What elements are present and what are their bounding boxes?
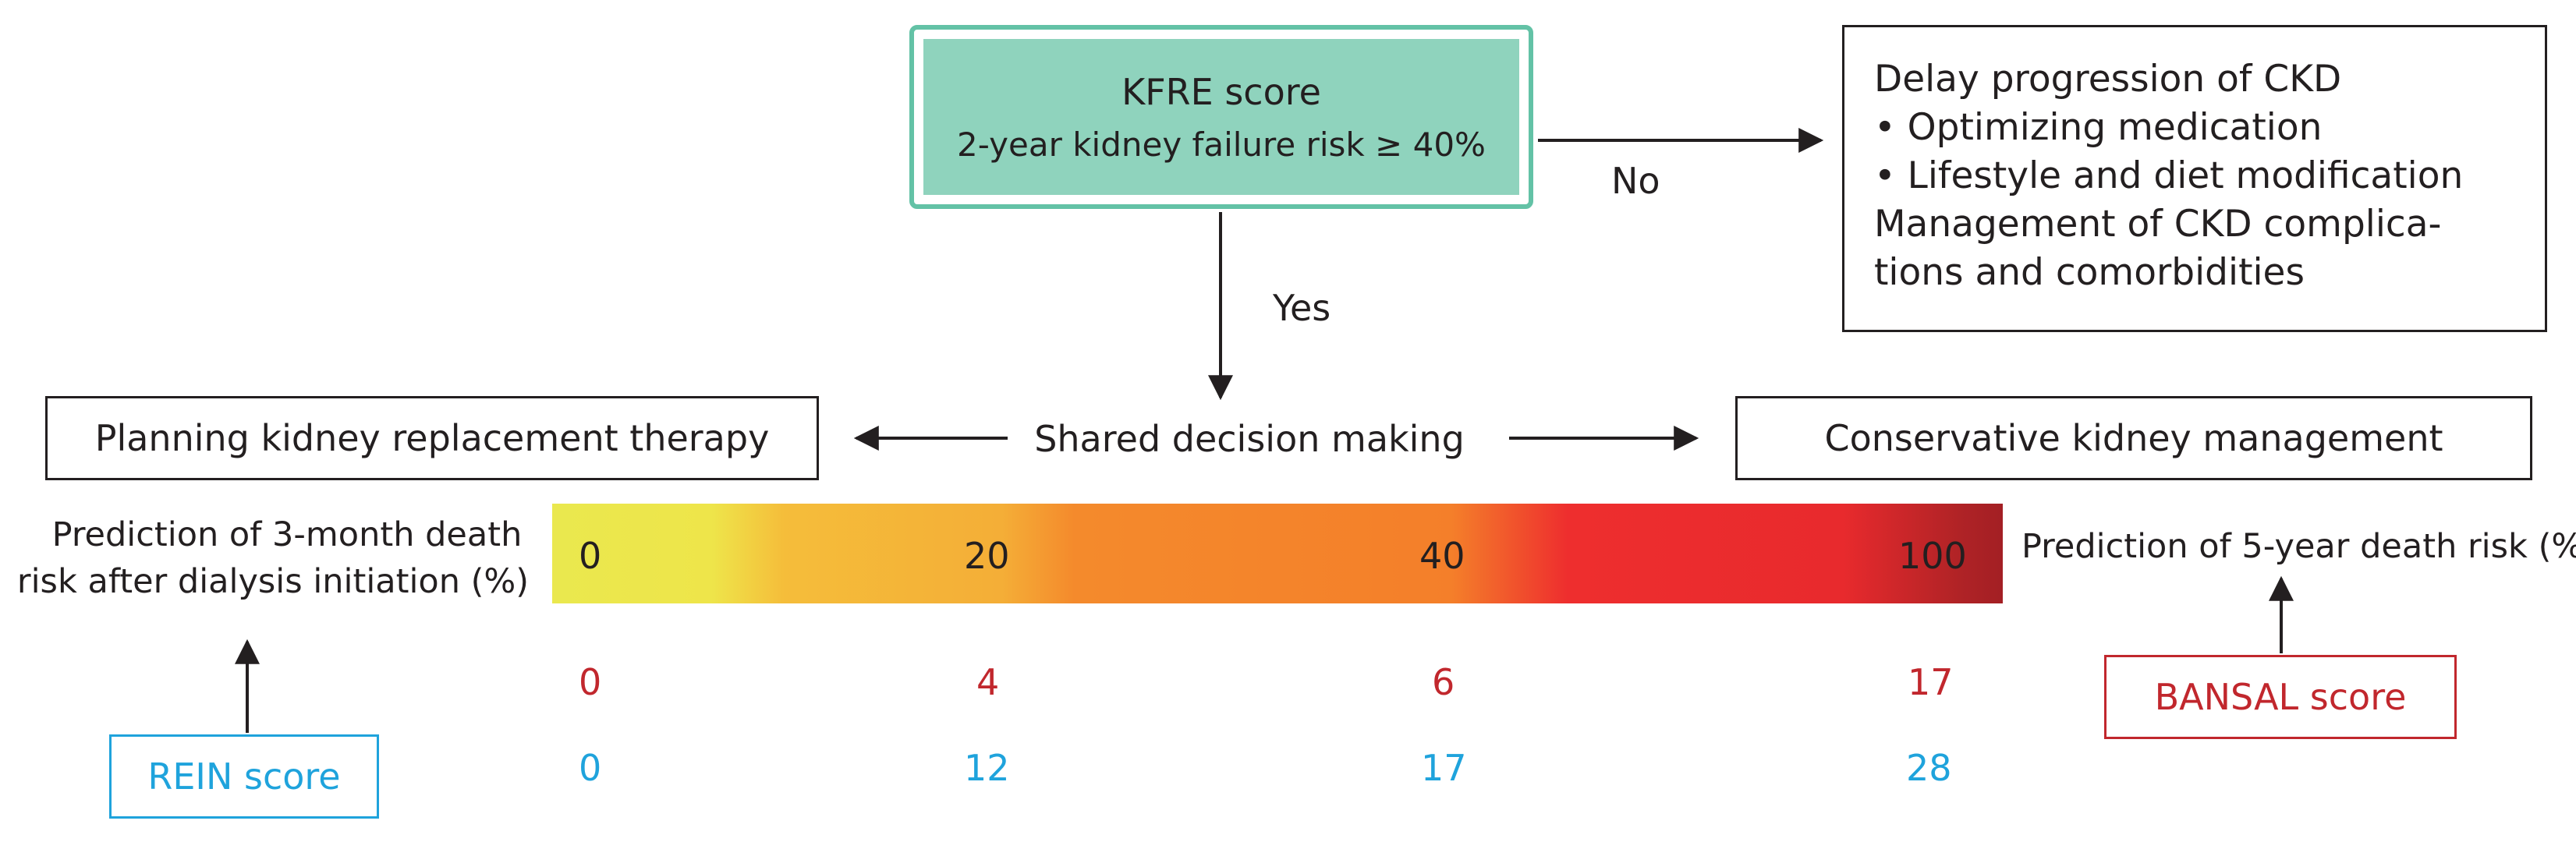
bullet-icon: • bbox=[1874, 106, 1908, 149]
scale-label-20: 20 bbox=[964, 535, 1010, 577]
left-caption: Prediction of 3-month death risk after d… bbox=[8, 511, 538, 605]
scale-label-40: 40 bbox=[1419, 535, 1465, 577]
scale-label-0: 0 bbox=[579, 535, 602, 577]
bansal-value: 17 bbox=[1908, 661, 1954, 703]
bullet-icon: • bbox=[1874, 154, 1908, 197]
kfre-title: KFRE score bbox=[1121, 70, 1321, 113]
ckd-line-4: Management of CKD complica- bbox=[1874, 203, 2442, 246]
ckd-bullet-2: • Lifestyle and diet modification bbox=[1874, 152, 2517, 200]
ckd-line-1: Delay progression of CKD bbox=[1874, 58, 2342, 101]
rein-value: 12 bbox=[964, 747, 1010, 789]
kfre-box: KFRE score 2-year kidney failure risk ≥ … bbox=[909, 25, 1533, 209]
bansal-value: 0 bbox=[579, 661, 602, 703]
kfre-subtitle: 2-year kidney failure risk ≥ 40% bbox=[957, 125, 1486, 164]
bansal-score-box: BANSAL score bbox=[2104, 655, 2457, 739]
shared-decision-text: Shared decision making bbox=[1034, 418, 1465, 460]
bansal-value: 6 bbox=[1432, 661, 1455, 703]
conservative-management-box: Conservative kidney management bbox=[1735, 396, 2532, 480]
right-caption: Prediction of 5-year death risk (%) bbox=[2021, 527, 2576, 566]
left-caption-line-2: risk after dialysis initiation (%) bbox=[16, 562, 530, 601]
yes-label: Yes bbox=[1273, 287, 1331, 329]
scale-label-100: 100 bbox=[1898, 535, 1967, 577]
ckd-management-box: Delay progression of CKD • Optimizing me… bbox=[1842, 25, 2547, 332]
rein-score-box: REIN score bbox=[109, 734, 379, 819]
planning-krt-box: Planning kidney replacement therapy bbox=[45, 396, 819, 480]
rein-value: 17 bbox=[1421, 747, 1467, 789]
ckd-line-5: tions and comorbidities bbox=[1874, 251, 2305, 294]
no-label: No bbox=[1611, 160, 1660, 202]
ckd-bullet-1: • Optimizing medication bbox=[1874, 104, 2517, 152]
rein-value: 28 bbox=[1906, 747, 1952, 789]
rein-value: 0 bbox=[579, 747, 602, 789]
bansal-value: 4 bbox=[976, 661, 1000, 703]
ckd-bullet-1-text: Optimizing medication bbox=[1907, 106, 2323, 149]
ckd-bullet-2-text: Lifestyle and diet modification bbox=[1907, 154, 2464, 197]
left-caption-line-1: Prediction of 3-month death bbox=[51, 515, 523, 554]
risk-gradient-bar bbox=[552, 504, 2003, 603]
